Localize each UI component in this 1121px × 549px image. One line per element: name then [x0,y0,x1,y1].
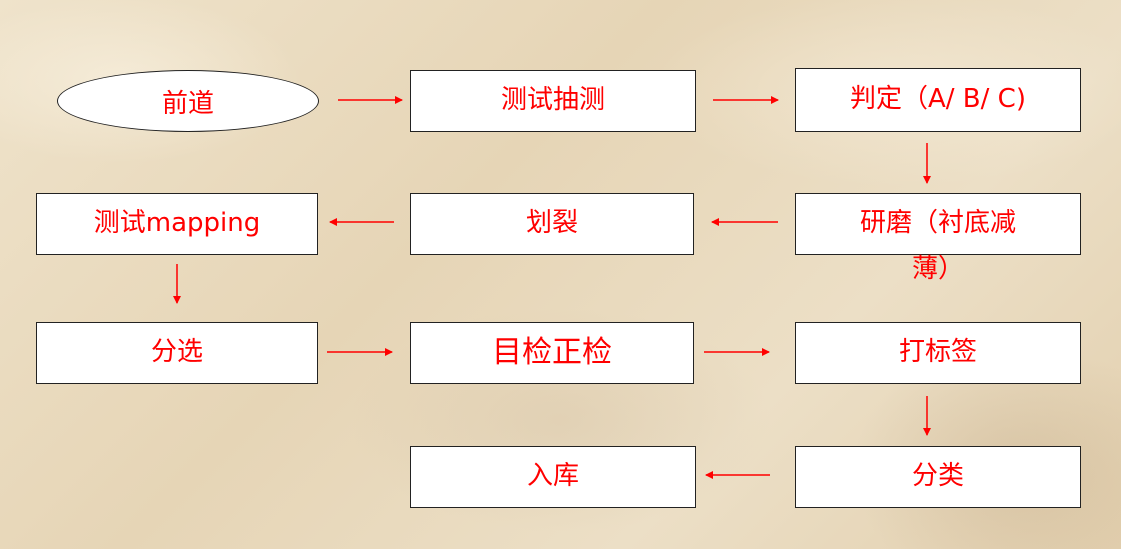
node-dicing: 划裂 [410,193,694,255]
node-visual-inspection: 目检正检 [410,322,694,384]
node-classification: 分类 [795,446,1081,508]
node-test-mapping: 测试mapping [36,193,318,255]
node-sorting: 分选 [36,322,318,384]
node-classification-label: 分类 [911,461,964,492]
node-grinding-label-line1: 研磨（衬底减 [859,208,1016,238]
node-judge: 判定（A/ B/ C) [795,68,1081,132]
node-grinding [795,193,1081,255]
node-labeling-label: 打标签 [898,337,977,368]
node-sorting-label: 分选 [150,337,203,368]
node-warehousing-label: 入库 [526,461,579,492]
node-dicing-label: 划裂 [525,208,578,239]
node-visual-inspection-label: 目检正检 [492,334,612,370]
node-test-sampling: 测试抽测 [410,70,696,132]
node-labeling: 打标签 [795,322,1081,384]
node-judge-label: 判定（A/ B/ C) [850,84,1026,115]
node-qiandao: 前道 [57,70,319,132]
node-warehousing: 入库 [410,446,696,508]
node-grinding-text: 研磨（衬底减 薄） [795,200,1081,292]
node-qiandao-label: 前道 [161,88,214,119]
node-test-mapping-label: 测试mapping [93,208,261,239]
node-test-sampling-label: 测试抽测 [500,85,605,116]
node-grinding-label-line2: 薄） [911,254,964,284]
